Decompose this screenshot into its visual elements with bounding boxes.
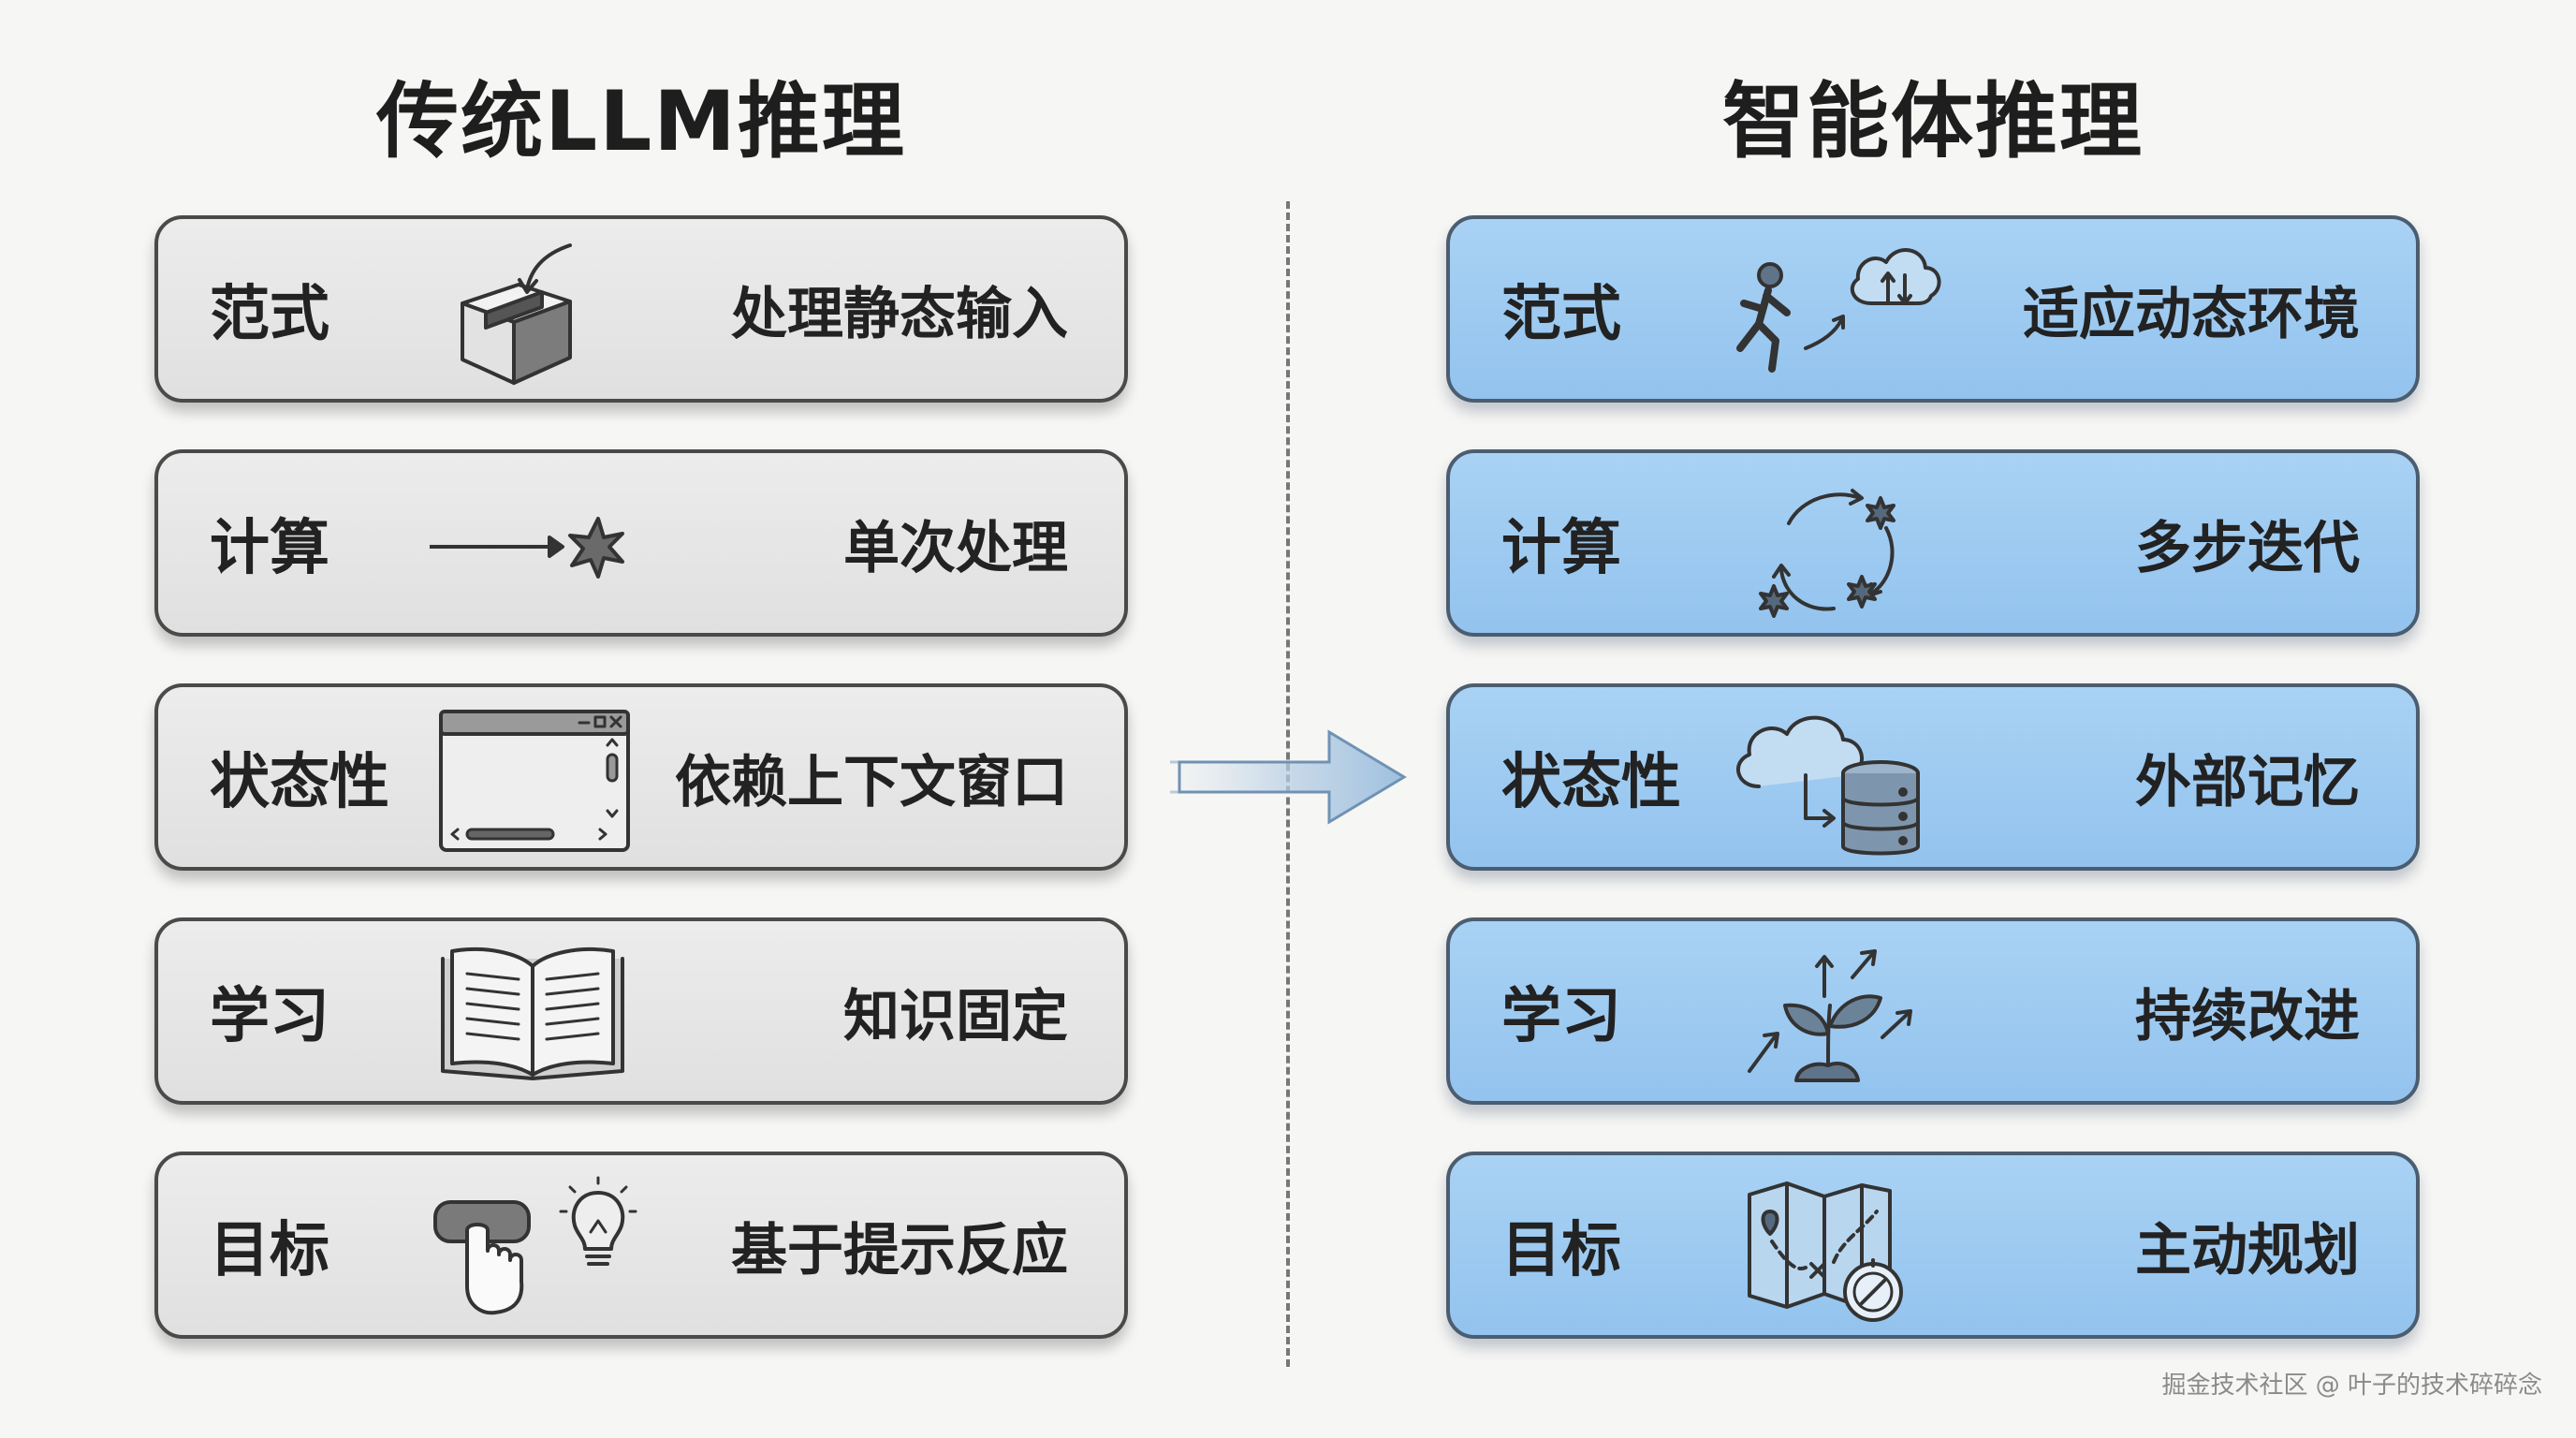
row-label: 状态性 [210,748,389,817]
row-description: 外部记忆 [2135,749,2360,815]
row-description: 知识固定 [843,983,1068,1049]
right-row-computation: 计算 多步迭代 [1446,449,2420,637]
runner-to-cloud-icon [1731,238,1946,388]
left-row-statefulness: 状态性 依赖上下文窗口 [154,683,1128,871]
row-label: 目标 [210,1216,329,1285]
watermark: 掘金技术社区 @ 叶子的技术碎碎念 [2161,1372,2542,1400]
growing-plant-icon [1731,940,1946,1090]
left-row-goal: 目标 基于提示反应 [154,1152,1128,1339]
row-label: 状态性 [1501,748,1681,817]
right-row-learning: 学习 持续改进 [1446,917,2420,1105]
row-description: 主动规划 [2135,1217,2360,1284]
row-label: 学习 [1501,982,1621,1051]
row-description: 持续改进 [2135,983,2360,1049]
left-row-paradigm: 范式 处理静态输入 [154,215,1128,403]
context-window-icon [430,706,645,856]
row-label: 目标 [1501,1216,1621,1285]
open-book-icon [430,940,645,1090]
left-row-computation: 计算 单次处理 [154,449,1128,637]
right-row-goal: 目标 主动规划 [1446,1152,2420,1339]
row-description: 适应动态环境 [2023,281,2360,347]
row-label: 范式 [210,280,329,349]
transition-arrow-icon [1170,721,1413,833]
map-compass-icon [1731,1174,1946,1324]
iteration-cycle-icon [1731,472,1946,622]
cloud-database-icon [1731,706,1946,856]
row-description: 基于提示反应 [731,1217,1068,1284]
arrow-to-burst-icon [428,472,645,622]
left-row-learning: 学习 知识固定 [154,917,1128,1105]
row-label: 计算 [1501,514,1621,583]
left-column-title: 传统LLM推理 [376,73,906,169]
row-description: 多步迭代 [2135,515,2360,581]
box-with-incoming-arrow-icon [430,238,645,388]
row-label: 计算 [210,514,329,583]
right-column-title: 智能体推理 [1721,73,2144,169]
row-label: 学习 [210,982,329,1051]
right-row-paradigm: 范式 适应动态环境 [1446,215,2420,403]
button-press-lightbulb-icon [430,1174,645,1324]
row-description: 处理静态输入 [731,281,1068,347]
right-row-statefulness: 状态性 外部记忆 [1446,683,2420,871]
row-description: 单次处理 [843,515,1068,581]
row-label: 范式 [1501,280,1621,349]
row-description: 依赖上下文窗口 [675,749,1068,815]
